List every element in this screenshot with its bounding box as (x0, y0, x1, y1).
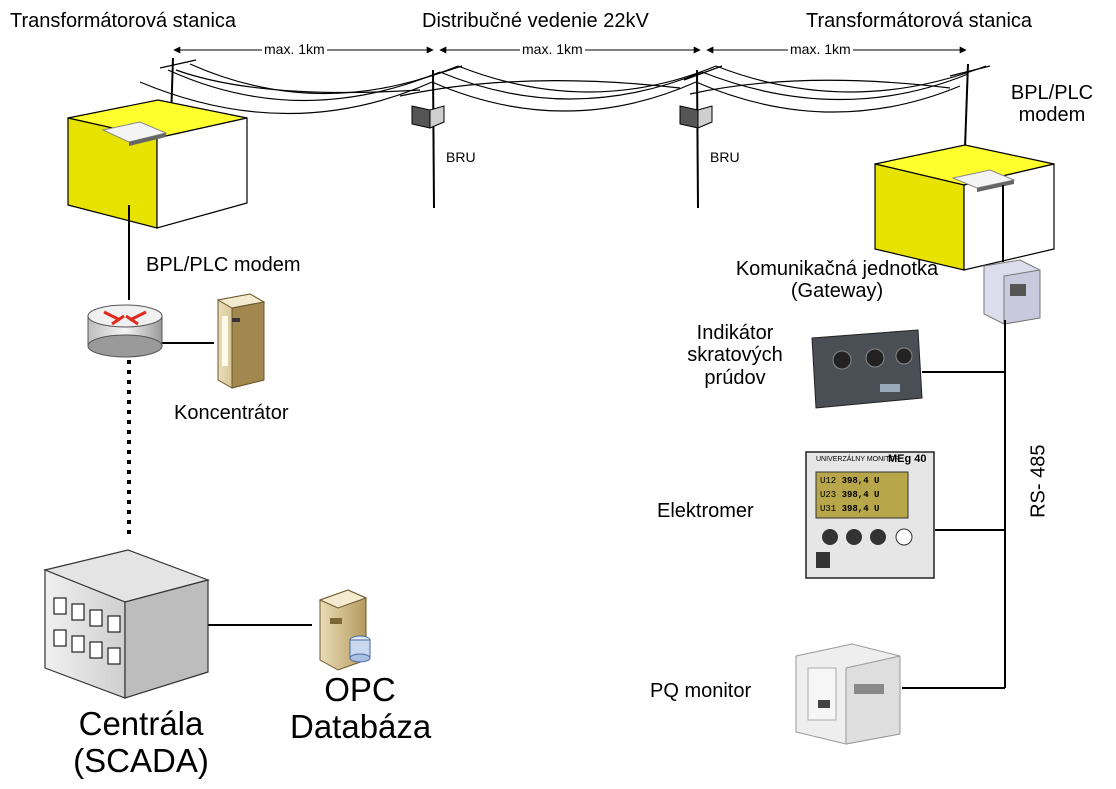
pq-monitor-label: PQ monitor (650, 680, 752, 702)
distance-label-3: max. 1km (788, 41, 853, 58)
distribution-line-label: Distribučné vedenie 22kV (422, 10, 649, 32)
bru-label-2: BRU (710, 149, 740, 165)
fault-indicator-label: Indikátor skratových prúdov (687, 322, 783, 389)
right-modem-label: BPL/PLC modem (1010, 82, 1094, 127)
substation-right (874, 144, 1055, 271)
concentrator-label: Koncentrátor (174, 402, 289, 424)
meter-row-1: U12 398,4 U (820, 476, 879, 486)
bru-label-1: BRU (446, 149, 476, 165)
opc-database-label: OPC Databáza (290, 671, 432, 745)
distance-label-1: max. 1km (262, 41, 327, 58)
meter-row-1-value: 398,4 U (841, 476, 880, 486)
meter-brand-text: MEg 40 (888, 453, 927, 465)
rs485-label: RS- 485 (1027, 444, 1050, 518)
gateway-label: Komunikačná jednotka (Gateway) (735, 258, 939, 303)
distance-label-2: max. 1km (520, 41, 585, 58)
meter-label: Elektromer (657, 500, 754, 522)
bru-unit-2 (679, 105, 713, 129)
pq-monitor-device (795, 643, 901, 745)
meter-row-2: U23 398,4 U (820, 490, 879, 500)
database-server-icon (318, 589, 371, 671)
substation-left (67, 99, 248, 229)
meter-row-2-value: 398,4 U (841, 490, 880, 500)
router-icon (87, 304, 163, 358)
meter-row-2-name: U23 (820, 490, 837, 500)
fault-indicator-device (811, 329, 923, 409)
left-station-label: Transformátorová stanica (10, 10, 237, 32)
meter-row-1-name: U12 (820, 476, 837, 486)
meter-title-text: UNIVERZÁLNY MONITOR (816, 456, 900, 463)
rs485-bus (902, 185, 1006, 689)
server-icon (216, 293, 266, 389)
bru-unit-1 (411, 105, 445, 129)
meter-row-3-name: U31 (820, 504, 837, 514)
power-line-spans (139, 63, 987, 115)
left-connections (128, 205, 312, 626)
meter-row-3-value: 398,4 U (841, 504, 880, 514)
meter-row-3: U31 398,4 U (820, 504, 879, 514)
gateway-device-icon (983, 259, 1041, 325)
left-modem-label: BPL/PLC modem (146, 254, 301, 276)
central-scada-label: Centrála (SCADA) (73, 705, 209, 779)
building-icon (43, 549, 210, 699)
right-station-label: Transformátorová stanica (806, 10, 1033, 32)
electricity-meter-device (805, 451, 935, 579)
